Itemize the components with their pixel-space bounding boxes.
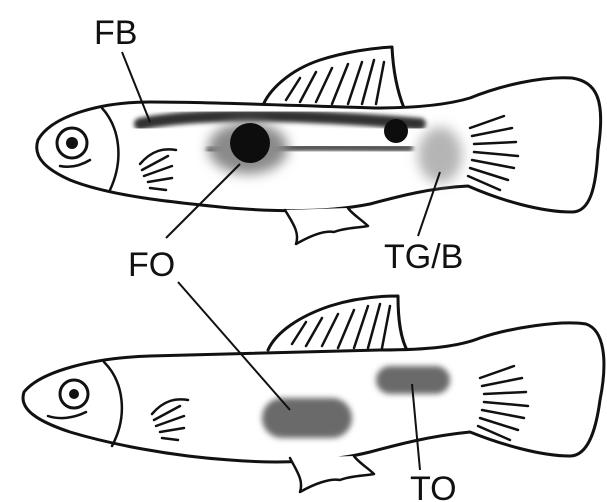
label-tgb: TG/B xyxy=(384,238,463,276)
bottom-fish xyxy=(23,296,604,492)
top-tail-spot xyxy=(384,119,408,143)
label-fo: FO xyxy=(128,246,175,284)
label-to: TO xyxy=(410,470,457,502)
bottom-fo-patch xyxy=(262,398,352,438)
top-eye-icon xyxy=(57,128,87,158)
label-fb: FB xyxy=(94,14,137,52)
bottom-eye-icon xyxy=(60,380,88,408)
top-fo-spot xyxy=(230,123,270,163)
